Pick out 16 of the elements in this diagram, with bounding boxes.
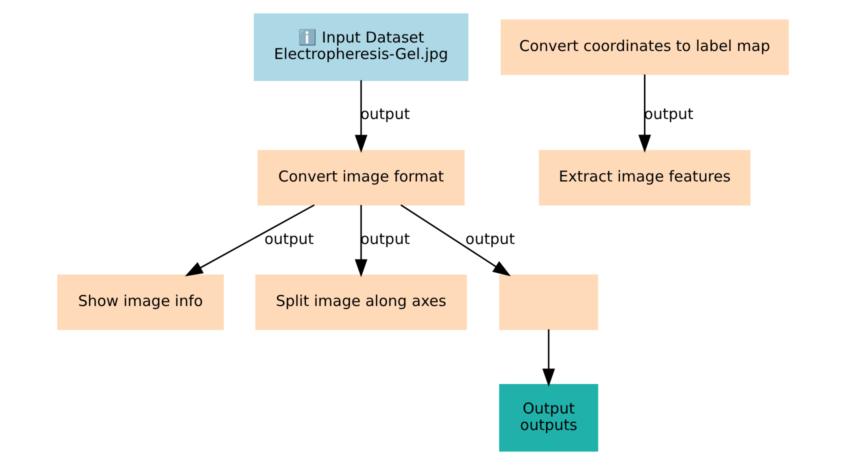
arrow <box>400 204 511 276</box>
node-box: Show image info <box>57 274 224 330</box>
arrow <box>354 205 368 278</box>
edge-label: output <box>264 230 314 248</box>
node-box: Output outputs <box>499 384 598 452</box>
node-box: ℹ Input Dataset Electropheresis-Gel.jpg <box>254 13 468 81</box>
node-box: Convert image format <box>258 150 465 206</box>
arrow <box>542 329 555 387</box>
arrow <box>354 80 368 153</box>
node-box: Convert coordinates to label map <box>500 19 789 75</box>
node-box: Split image along axes <box>255 274 467 330</box>
node-box <box>499 274 598 330</box>
edge-label: output <box>465 230 515 248</box>
node-box: Extract image features <box>538 150 750 206</box>
arrow <box>638 74 651 153</box>
arrow <box>184 204 315 276</box>
